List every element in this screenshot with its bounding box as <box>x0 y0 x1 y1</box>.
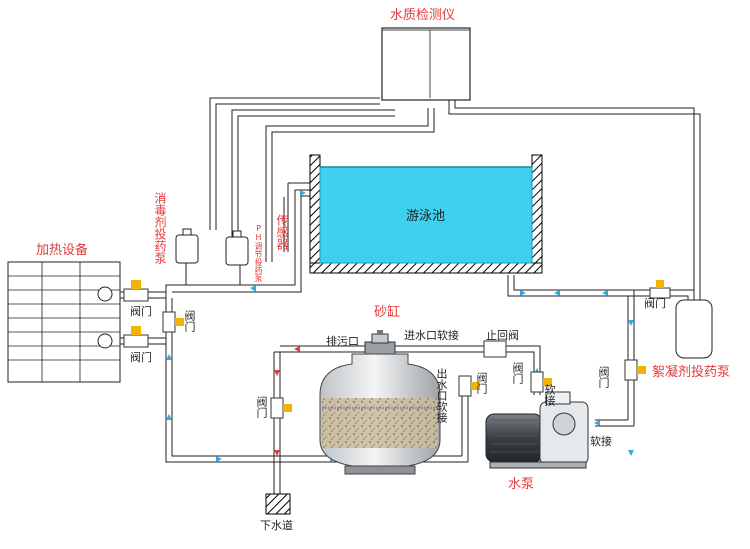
valve-label-bypass: 阀门 <box>183 310 196 332</box>
pipe-pool-outlet-inner <box>513 275 635 426</box>
disinfectant-bottle <box>175 228 199 264</box>
valve-icon[interactable] <box>123 326 149 348</box>
swimming-pool <box>309 154 543 274</box>
valve-label-heater-top: 阀门 <box>130 305 152 318</box>
valve-icon[interactable] <box>649 280 671 299</box>
drain <box>265 493 291 515</box>
flow-arrow-icon <box>520 290 526 296</box>
flow-arrow-icon <box>216 456 222 462</box>
flow-arrow-icon <box>554 290 560 296</box>
hose-label-pump: 软接 <box>543 384 556 406</box>
pipe-monitor-3 <box>265 108 435 262</box>
pipe-waste-top <box>274 345 365 353</box>
flow-arrow-icon <box>274 450 280 456</box>
ph-bottle <box>225 230 249 266</box>
valves <box>123 280 671 419</box>
pipe-monitor-1 <box>209 97 380 230</box>
valve-icon[interactable] <box>123 280 149 302</box>
sand-filter <box>319 330 441 475</box>
valve-label-pump-inlet: 阀门 <box>511 362 524 384</box>
inlet-hose-label: 进水口软接 <box>404 329 459 342</box>
sensor-label: 传感器 <box>275 214 289 250</box>
flow-arrow-icon <box>300 190 306 196</box>
pipe-pool-outlet <box>507 275 629 420</box>
monitor-label: 水质检测仪 <box>390 8 456 23</box>
valve-label-heater-bottom: 阀门 <box>130 351 152 364</box>
drain-arrows <box>274 346 300 456</box>
disinfectant-pump-label: 消毒剂投药泵 <box>153 192 167 264</box>
flow-arrow-icon <box>594 420 600 426</box>
valve-label-right: 阀门 <box>597 366 610 388</box>
check-valve-icon[interactable] <box>483 340 507 358</box>
pipe-monitor-4 <box>448 100 701 300</box>
valve-label-flocculant: 阀门 <box>644 297 666 310</box>
outlet-hose-label: 出水口软接 <box>435 368 448 423</box>
heater-label: 加热设备 <box>36 243 89 258</box>
pipe-dosing <box>185 262 241 285</box>
pipe-pool-return <box>165 189 318 292</box>
flow-arrow-icon <box>294 346 300 352</box>
flow-arrow-icon <box>166 354 172 360</box>
heater <box>7 261 121 383</box>
pipe-pump-inlet <box>595 419 634 427</box>
flow-arrow-icon <box>166 414 172 420</box>
valve-icon[interactable] <box>270 397 292 419</box>
water-quality-monitor <box>381 27 471 101</box>
flow-arrow-icon <box>602 290 608 296</box>
pipe-monitor-2 <box>231 109 395 252</box>
valve-label-filter-outlet: 阀门 <box>475 372 488 394</box>
check-valve-label: 止回阀 <box>486 329 519 342</box>
valve-label-drain: 阀门 <box>255 396 268 418</box>
flow-arrow-icon <box>628 450 634 456</box>
waste-outlet-label: 排污口 <box>326 335 359 348</box>
valve-icon[interactable] <box>624 359 646 381</box>
flow-arrow-icon <box>628 320 634 326</box>
flocculant-bottle <box>675 299 713 359</box>
sand-filter-label: 砂缸 <box>374 305 401 320</box>
hose-label-bottom: 软接 <box>590 435 612 448</box>
pool-label: 游泳池 <box>406 209 446 224</box>
valve-icon[interactable] <box>530 371 552 393</box>
water-pump <box>485 391 589 469</box>
pipe-drain <box>273 352 281 495</box>
flow-arrow-icon <box>250 285 256 292</box>
flow-arrow-icon <box>274 370 280 376</box>
ph-pump-label: PH调节投药泵 <box>254 224 263 282</box>
pump-label: 水泵 <box>508 477 535 492</box>
valve-icon[interactable] <box>458 375 480 397</box>
drain-label: 下水道 <box>260 519 293 532</box>
valve-icon[interactable] <box>162 311 184 333</box>
flocculant-pump-label: 絮凝剂投药泵 <box>652 365 731 380</box>
